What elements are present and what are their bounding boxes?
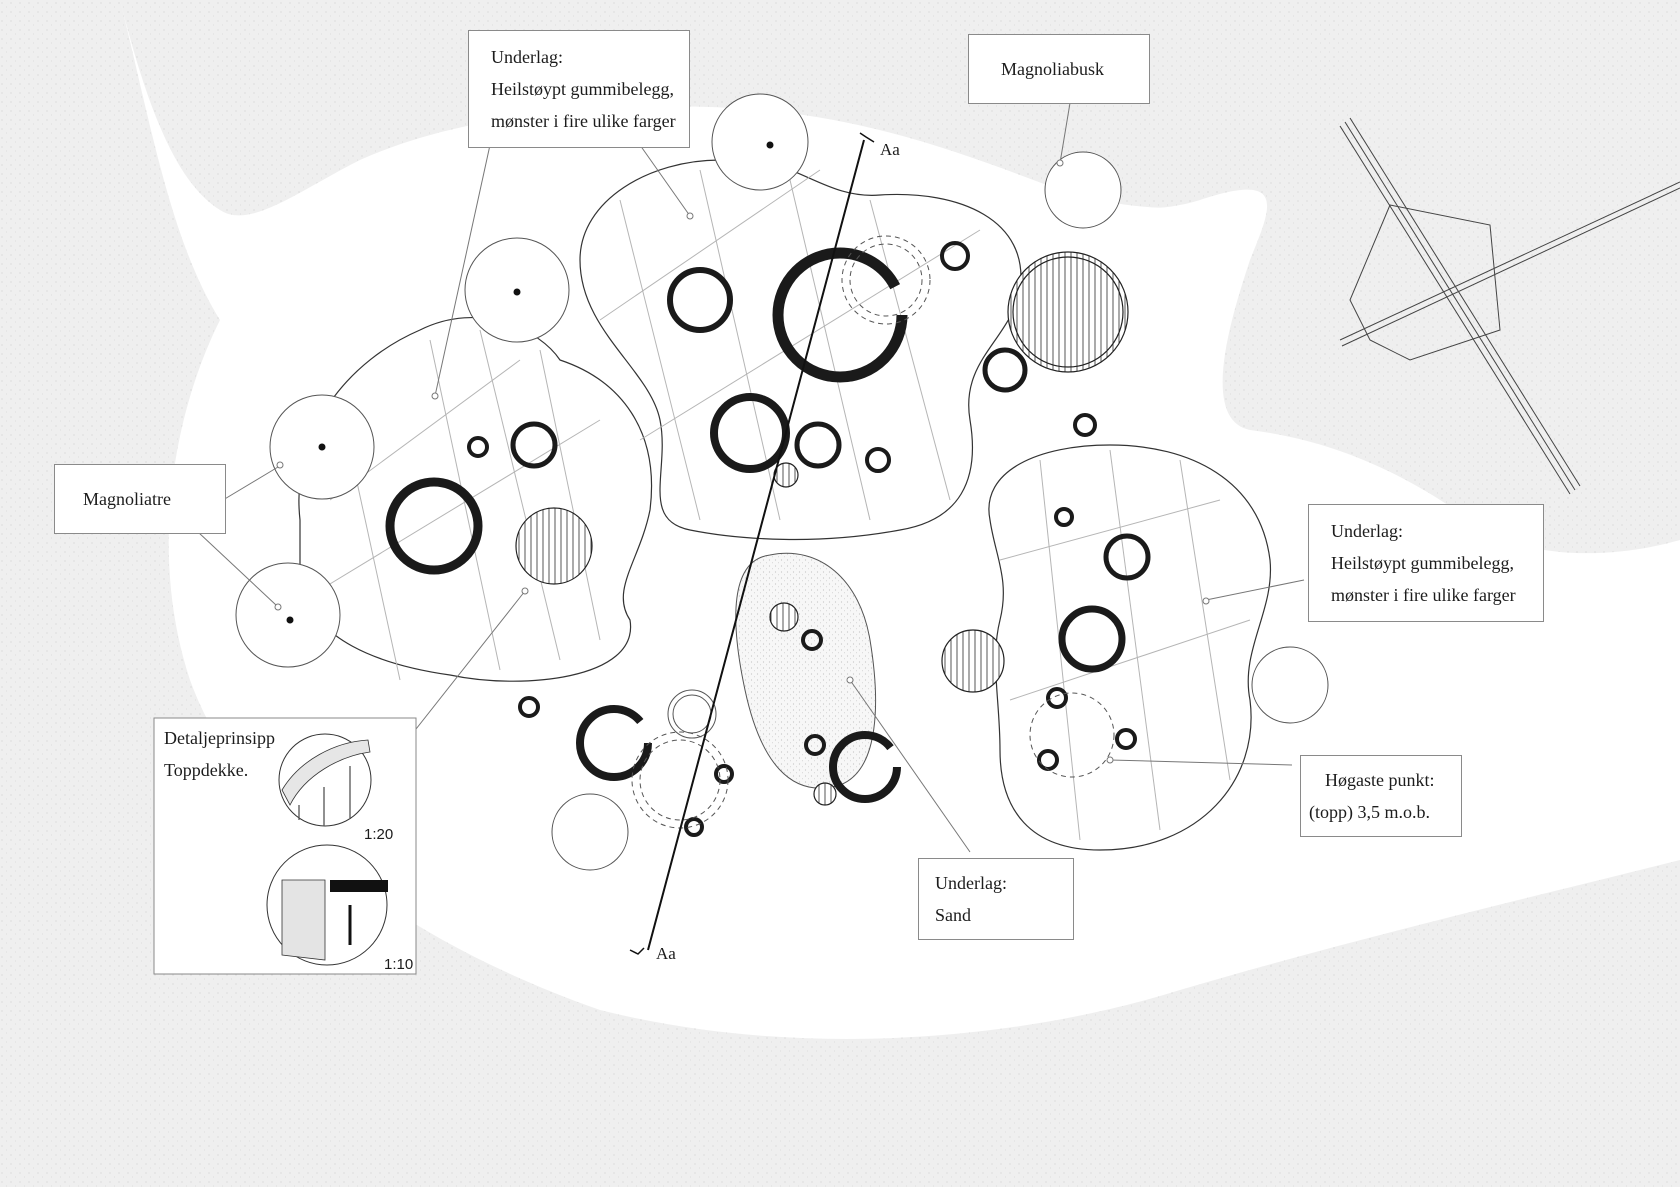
label-magnoliabusk: Magnoliabusk <box>968 34 1150 104</box>
label-line: mønster i fire ulike farger <box>491 111 676 131</box>
label-line: (topp) 3,5 m.o.b. <box>1309 802 1430 822</box>
label-magnoliatre: Magnoliatre <box>54 464 226 534</box>
label-underlag-top: Underlag: Heilstøypt gummibelegg, mønste… <box>468 30 690 148</box>
section-line <box>629 132 875 955</box>
leader-lines <box>197 102 1305 853</box>
label-line: Underlag: <box>935 873 1007 893</box>
rubber-zone-right <box>988 444 1272 851</box>
label-line: Heilstøypt gummibelegg, <box>491 79 674 99</box>
label-line: Høgaste punkt: <box>1325 770 1435 790</box>
label-line: Underlag: <box>1331 521 1403 541</box>
label-line: Magnoliatre <box>83 489 171 509</box>
label-underlag-sand: Underlag: Sand <box>918 858 1074 940</box>
label-line: Underlag: <box>491 47 563 67</box>
detail-title: Detaljeprinsipp Toppdekke. <box>164 722 275 786</box>
label-line: Sand <box>935 905 971 925</box>
detail-title-line: Toppdekke. <box>164 760 249 780</box>
detail-inset <box>153 717 417 975</box>
detail-scale-1-10: 1:10 <box>384 956 414 973</box>
section-label-end: Aa <box>656 944 676 963</box>
trampolines <box>515 251 1129 806</box>
rubber-zone-left <box>298 316 653 682</box>
label-underlag-right: Underlag: Heilstøypt gummibelegg, mønste… <box>1308 504 1544 622</box>
bush-magnolia-1 <box>1044 151 1122 229</box>
label-line: mønster i fire ulike farger <box>1331 585 1516 605</box>
swing-structure <box>1339 117 1680 495</box>
rubber-zone-center <box>579 158 1022 541</box>
tree-magnolia-4 <box>235 562 341 668</box>
label-line: Magnoliabusk <box>1001 59 1104 79</box>
play-rings <box>385 241 1151 837</box>
bush-magnolia-3 <box>551 793 629 871</box>
bush-magnolia-2 <box>1251 646 1329 724</box>
label-hogaste-punkt: Høgaste punkt: (topp) 3,5 m.o.b. <box>1300 755 1462 837</box>
label-line: Heilstøypt gummibelegg, <box>1331 553 1514 573</box>
section-label-start: Aa <box>880 140 900 159</box>
tree-magnolia-1 <box>711 93 809 191</box>
detail-scale-1-20: 1:20 <box>364 826 394 843</box>
detail-title-line: Detaljeprinsipp <box>164 728 275 748</box>
